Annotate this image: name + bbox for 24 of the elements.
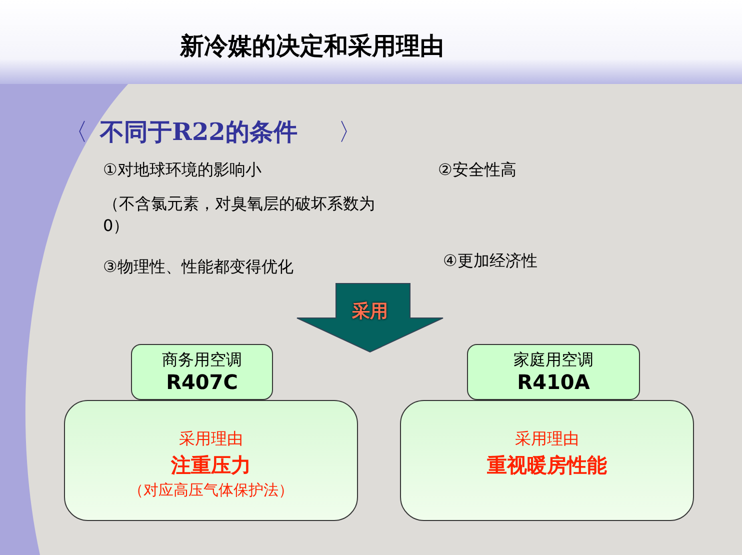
condition-text: ②安全性高 <box>438 160 516 181</box>
refrigerant-name: R407C <box>166 370 238 394</box>
section-heading: 不同于R22的条件 <box>100 116 298 148</box>
bracket-mark: 〉 <box>338 117 362 148</box>
arrow-label: 采用 <box>352 300 388 324</box>
reason-heading: 采用理由 <box>515 428 579 450</box>
condition-text: ①对地球环境的影响小 <box>103 160 262 181</box>
refrigerant-name: R410A <box>517 370 590 394</box>
reason-card <box>400 400 694 521</box>
reason-card <box>64 400 358 521</box>
reason-note: （对应高压气体保护法） <box>128 480 294 501</box>
reason-heading: 采用理由 <box>179 428 243 450</box>
condition-note: （不含氯元素，对臭氧层的破坏系数为0） <box>103 193 376 237</box>
bracket-mark: 〈 <box>64 117 88 148</box>
category-tab <box>467 344 640 400</box>
condition-text: ④更加经济性 <box>443 251 538 272</box>
category-text: 商务用空调 <box>162 350 242 370</box>
condition-text: ③物理性、性能都变得优化 <box>103 257 294 278</box>
category-text: 家庭用空调 <box>514 350 594 370</box>
category-tab <box>131 344 273 400</box>
reason-text: 重视暖房性能 <box>487 452 607 479</box>
reason-text: 注重压力 <box>171 452 251 479</box>
block-arrow <box>296 283 444 353</box>
slide-title: 新冷媒的决定和采用理由 <box>180 31 444 62</box>
